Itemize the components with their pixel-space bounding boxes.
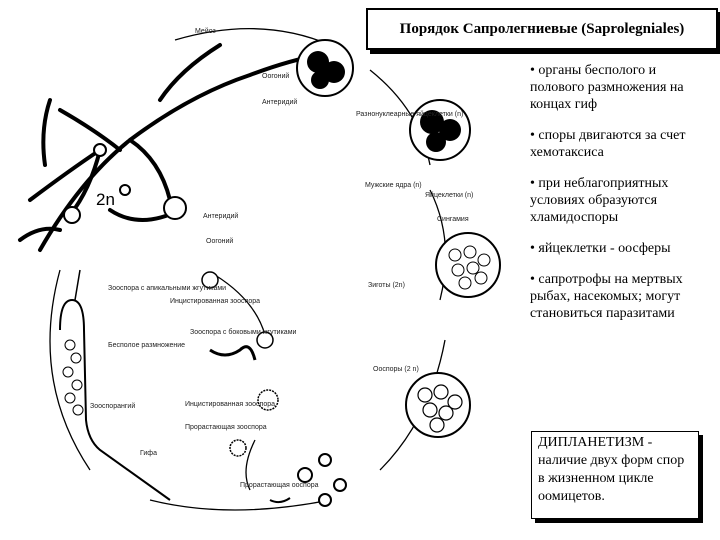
bullet-item: • споры двигаются за счет хемотаксиса bbox=[530, 128, 686, 160]
bullet-item: • сапротрофы на мертвых рыбах, насекомых… bbox=[530, 272, 683, 321]
cycle-arrows bbox=[49, 27, 447, 511]
label-antheridium: Антеридий bbox=[262, 98, 297, 106]
label-oogonium: Оогоний bbox=[262, 72, 289, 80]
oogonium-top bbox=[296, 39, 354, 97]
label-germinating-oospore: Прорастающая ооспора bbox=[240, 482, 319, 489]
label-zoosporangium: Зооспорангий bbox=[90, 402, 135, 410]
zoospores bbox=[201, 271, 279, 457]
syngamy-stage bbox=[435, 232, 501, 298]
label-zoospore-lateral: Зооспора с боковыми жгутиками bbox=[190, 328, 297, 336]
zoosporangium bbox=[59, 269, 171, 501]
germinating-spores bbox=[269, 453, 347, 507]
label-encysted-zoospore: Инцистированная зооспора bbox=[170, 298, 260, 305]
label-syngamy: Сингамия bbox=[437, 216, 469, 223]
label-asexual: Бесполое размножение bbox=[108, 342, 185, 349]
definition-box: ДИПЛАНЕТИЗМ - наличие двух форм спор в ж… bbox=[531, 431, 699, 519]
bullet-item: • органы бесполого и полового размножени… bbox=[530, 63, 684, 112]
label-undiff-nuclei: Разнонуклеарные яйцеклетки (n) bbox=[356, 110, 463, 118]
bullet-item: • при неблагоприятных условиях образуютс… bbox=[530, 176, 669, 225]
bullet-item: • яйцеклетки - оосферы bbox=[530, 241, 671, 256]
label-male-nuclei: Мужские ядра (n) bbox=[365, 182, 422, 189]
definition-text: наличие двух форм спор в жизненном цикле… bbox=[538, 453, 685, 504]
label-egg-nuclei: Яйцеклетки (n) bbox=[425, 191, 473, 199]
definition-term: ДИПЛАНЕТИЗМ - bbox=[538, 435, 653, 450]
bullet-list: • органы бесполого и полового размножени… bbox=[530, 62, 710, 336]
label-oospores: Ооспоры (2 n) bbox=[373, 366, 419, 373]
label-zoospore-apical: Зооспора с апикальными жгутиками bbox=[108, 285, 226, 292]
page-title: Порядок Сапролегниевые (Saprolegniales) bbox=[366, 8, 718, 50]
label-zygotes: Зиготы (2n) bbox=[368, 282, 405, 289]
label-hypha: Гифа bbox=[140, 450, 157, 457]
oogonium-nuclei bbox=[409, 99, 471, 161]
life-cycle-diagram: 2n Мейоз Оогоний Антеридий Разнонуклеарн… bbox=[18, 27, 501, 511]
oospore-stage bbox=[405, 372, 471, 438]
label-antheridium-2: Антеридий bbox=[203, 212, 238, 220]
label-meiosis: Мейоз bbox=[195, 27, 216, 35]
label-oogonium-2: Оогоний bbox=[206, 237, 233, 245]
ploidy-label: 2n bbox=[96, 190, 115, 209]
label-germinating-zoospore: Прорастающая зооспора bbox=[185, 424, 267, 431]
label-encysted-zoospore-2: Инцистированная зооспора bbox=[185, 401, 275, 408]
mycelium-oogonia bbox=[63, 143, 187, 224]
